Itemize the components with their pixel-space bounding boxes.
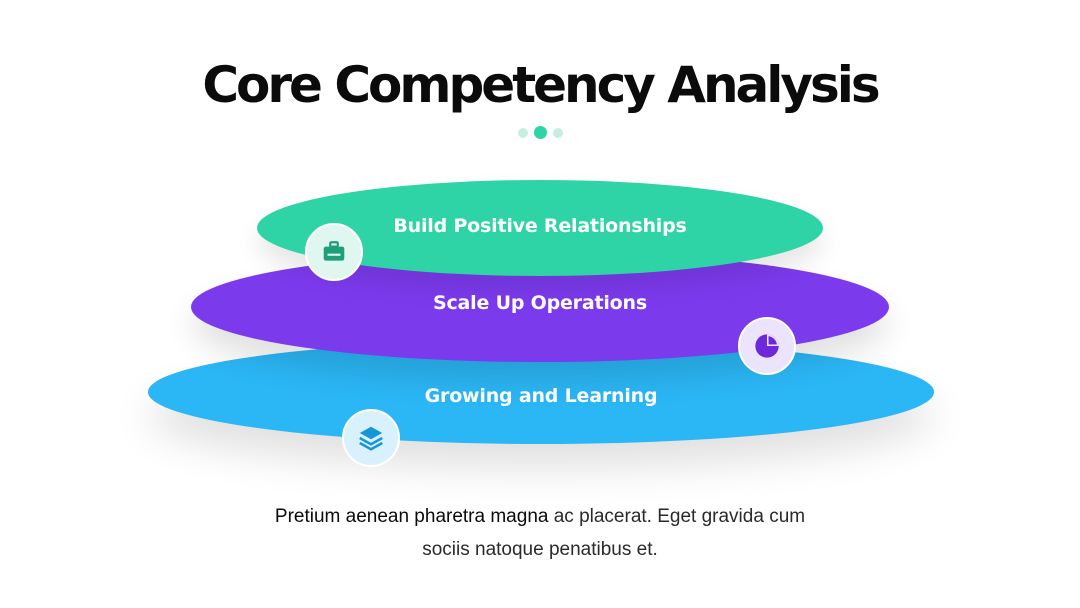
pagination-dots (0, 126, 1080, 139)
briefcase-icon-badge (305, 223, 363, 281)
layer-label: Scale Up Operations (433, 292, 647, 314)
description-text: Pretium aenean pharetra magna ac placera… (0, 500, 1080, 566)
layers-icon-badge (342, 409, 400, 467)
layers-icon (359, 426, 383, 451)
pie-chart-icon (755, 334, 779, 358)
pagination-dot (517, 127, 528, 138)
briefcase-icon (323, 241, 345, 261)
description-highlight: Pretium aenean pharetra magna (274, 506, 549, 527)
pagination-dot (552, 127, 563, 138)
description-line2: sociis natoque penatibus et. (422, 539, 658, 560)
description-line1: ac placerat. Eget gravida cum (548, 506, 806, 527)
pagination-dot-active (533, 126, 547, 139)
layer-label: Growing and Learning (424, 385, 658, 407)
slide-title: Core Competency Analysis (202, 56, 880, 114)
layer-label: Build Positive Relationships (393, 215, 687, 237)
layered-ellipse-diagram: Growing and Learning Scale Up Operations… (0, 160, 1080, 480)
pie-chart-icon-badge (738, 317, 796, 375)
